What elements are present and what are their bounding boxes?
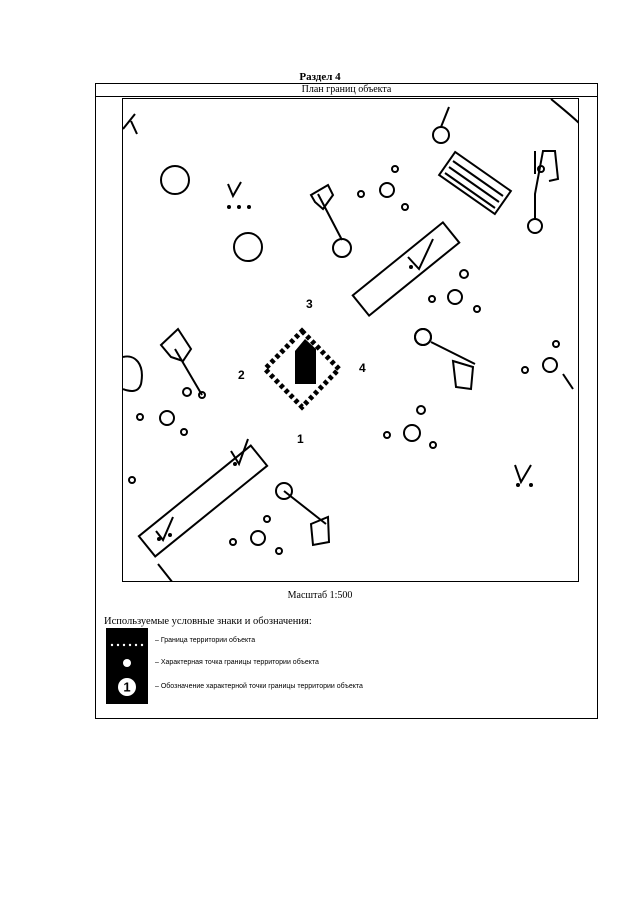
lamp-post-symbol	[283, 490, 331, 547]
map-line-fragment	[562, 373, 574, 390]
tree-symbol	[542, 357, 558, 373]
tree-symbol	[263, 515, 271, 523]
scale-label: Масштаб 1:500	[287, 590, 353, 601]
point-label-2: 2	[238, 368, 245, 382]
tree-symbol	[180, 428, 188, 436]
tree-symbol	[275, 482, 293, 500]
numbered-circle-label: 1	[123, 680, 130, 695]
lamp-post-symbol	[430, 341, 476, 391]
section-title: Раздел 4	[299, 71, 341, 83]
legend-text-point: – Характерная точка границы территории о…	[155, 659, 319, 666]
legend-text-boundary: – Граница территории объекта	[155, 637, 256, 644]
building-outline	[351, 220, 461, 318]
tree-symbol	[473, 305, 481, 313]
utility-mark	[230, 438, 249, 467]
tree-symbol	[128, 476, 136, 484]
point-dot	[157, 537, 161, 541]
tree-symbol	[403, 424, 421, 442]
point-label-1: 1	[297, 432, 304, 446]
point-dot	[168, 533, 172, 537]
legend-text-numbered-point: – Обозначение характерной точки границы …	[155, 683, 363, 690]
tree-symbol	[198, 391, 206, 399]
building-outline	[437, 150, 513, 216]
legend-symbols: 1	[106, 628, 148, 704]
lamp-post-symbol	[159, 327, 203, 396]
point-dot	[247, 205, 251, 209]
legend-symbol-boundary-line	[106, 635, 148, 653]
lamp-post-symbol	[440, 106, 450, 128]
tree-symbol	[275, 547, 283, 555]
point-label-3: 3	[306, 297, 313, 311]
tree-symbol	[401, 203, 409, 211]
tree-symbol	[391, 165, 399, 173]
tree-symbol	[182, 387, 192, 397]
tree-symbol	[136, 413, 144, 421]
tree-symbol	[416, 405, 426, 415]
tree-symbol	[379, 182, 395, 198]
tree-symbol	[159, 410, 175, 426]
lamp-post-symbol	[414, 328, 432, 346]
point-label-4: 4	[359, 361, 366, 375]
legend-symbol-numbered-point: 1	[106, 676, 148, 703]
tree-symbol	[428, 295, 436, 303]
tree-symbol	[383, 431, 391, 439]
legend-symbol-point	[106, 656, 148, 674]
object-footprint	[295, 339, 316, 384]
tree-symbol	[332, 238, 352, 258]
map-line-fragment	[157, 563, 173, 581]
tree-symbol	[233, 232, 263, 262]
tree-symbol	[527, 218, 543, 234]
tree-symbol	[357, 190, 365, 198]
tree-symbol	[521, 366, 529, 374]
legend-title: Используемые условные знаки и обозначени…	[104, 616, 312, 627]
tree-symbol	[250, 530, 266, 546]
map-line-fragment	[550, 99, 578, 124]
dotted-line-icon	[110, 643, 144, 647]
utility-mark	[227, 181, 242, 199]
object-boundary	[261, 327, 343, 411]
tree-symbol	[429, 441, 437, 449]
point-dot	[227, 205, 231, 209]
white-dot-icon	[123, 659, 131, 667]
point-dot	[237, 205, 241, 209]
utility-mark	[155, 516, 174, 542]
utility-mark	[514, 464, 532, 485]
tree-symbol	[552, 340, 560, 348]
point-dot	[516, 483, 520, 487]
document-frame: План границ объекта	[95, 83, 598, 719]
tree-symbol	[160, 165, 190, 195]
tree-symbol	[229, 538, 237, 546]
tree-symbol	[432, 126, 450, 144]
frame-header: План границ объекта	[96, 84, 597, 97]
point-dot	[529, 483, 533, 487]
numbered-circle-icon: 1	[118, 678, 136, 696]
lamp-post-symbol	[534, 150, 560, 219]
lamp-post-symbol	[309, 183, 343, 241]
map-line-fragment	[123, 355, 143, 392]
boundary-map: 1 2 3 4	[122, 98, 579, 582]
tree-symbol	[459, 269, 469, 279]
map-drawing: 1 2 3 4	[123, 99, 578, 581]
point-dot	[409, 265, 413, 269]
map-line-fragment	[123, 113, 138, 135]
building-outline	[137, 444, 269, 558]
building-hatching	[444, 160, 504, 209]
utility-mark	[407, 238, 434, 271]
point-dot	[233, 462, 237, 466]
tree-symbol	[447, 289, 463, 305]
